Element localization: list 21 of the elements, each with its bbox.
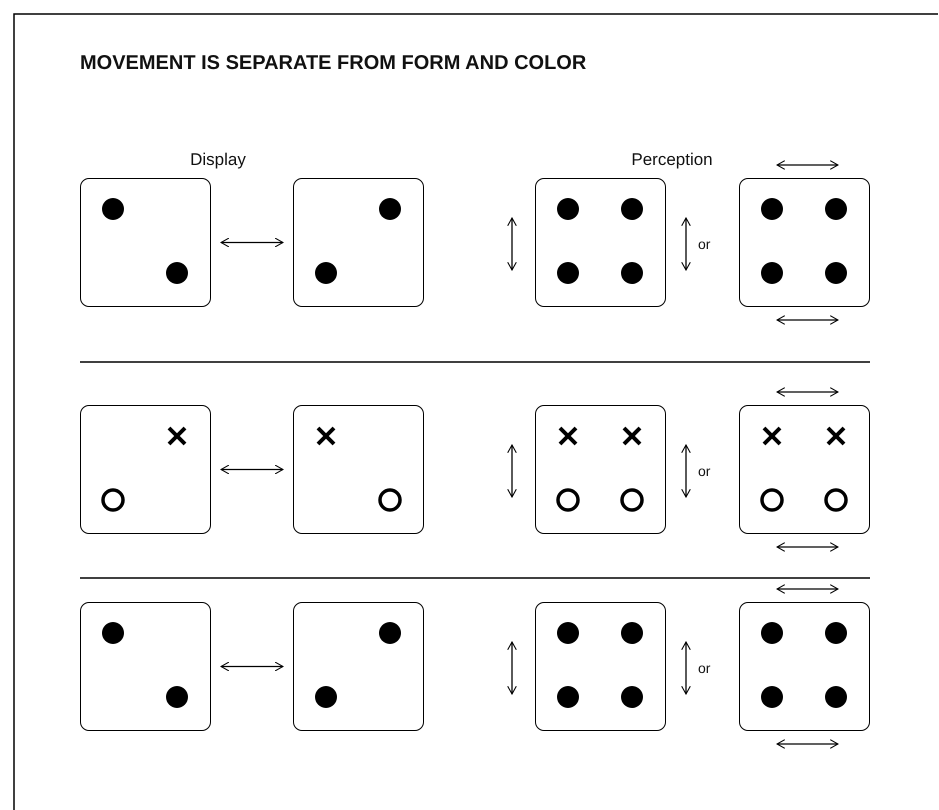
panel-box — [739, 602, 870, 731]
panel-box — [739, 405, 870, 534]
panel-box — [535, 405, 666, 534]
panel-box — [739, 178, 870, 307]
title: MOVEMENT IS SEPARATE FROM FORM AND COLOR — [80, 52, 586, 75]
panel-box — [535, 178, 666, 307]
panel-box — [293, 602, 424, 731]
or-label: or — [698, 463, 710, 479]
column-heading: Display — [190, 150, 246, 170]
double-arrow — [220, 237, 284, 248]
panel-box — [80, 602, 211, 731]
panel-box — [535, 602, 666, 731]
panel-box — [293, 405, 424, 534]
or-label: or — [698, 236, 710, 252]
panel-box — [80, 178, 211, 307]
double-arrow — [220, 464, 284, 475]
or-label: or — [698, 660, 710, 676]
column-heading: Perception — [631, 150, 713, 170]
double-arrow — [220, 661, 284, 672]
panel-box — [293, 178, 424, 307]
panel-box — [80, 405, 211, 534]
